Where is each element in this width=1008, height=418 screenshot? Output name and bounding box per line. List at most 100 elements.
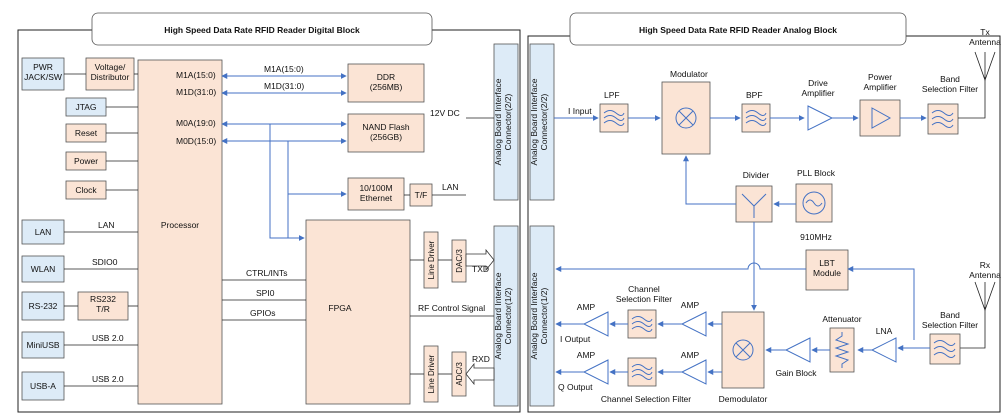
miniusb-port-box bbox=[21, 331, 65, 359]
ethernet-box bbox=[347, 177, 405, 211]
line-driver-rx-label: Line Driver bbox=[427, 354, 436, 393]
miniusb-port-label: MiniUSB bbox=[26, 340, 59, 350]
digital-title: High Speed Data Rate RFID Reader Digital… bbox=[164, 25, 360, 35]
resistor-icon bbox=[834, 332, 850, 368]
oscillator-icon bbox=[802, 191, 826, 215]
band-filter-rx-icon bbox=[933, 340, 956, 358]
attenuator-label: Attenuator bbox=[822, 314, 861, 324]
rx-lbt-line bbox=[847, 266, 915, 340]
m1a-pin-label: M1A(15:0) bbox=[176, 70, 216, 80]
power-amp-box bbox=[859, 99, 901, 137]
band-filter-tx-box bbox=[927, 103, 959, 135]
analog-connector-bottom-label: Analog Board InterfaceConnector(1/2) bbox=[529, 272, 549, 359]
lan-out-label: LAN bbox=[442, 182, 459, 192]
txd-label: TXD bbox=[472, 264, 489, 274]
bpf-icon bbox=[745, 110, 767, 126]
ctrl-label: CTRL/INTs bbox=[246, 268, 288, 278]
band-filter-tx-icon bbox=[931, 110, 954, 128]
lan-port-box bbox=[21, 219, 65, 245]
divider-label: Divider bbox=[743, 170, 770, 180]
lna-label: LNA bbox=[876, 326, 893, 336]
amp-d-label: AMP bbox=[681, 350, 700, 360]
divider-icon bbox=[741, 193, 767, 218]
lpf-label: LPF bbox=[604, 90, 620, 100]
drive-amp-icon bbox=[807, 105, 834, 131]
amp-a-label: AMP bbox=[577, 302, 596, 312]
adc-label: ADC/3 bbox=[455, 362, 464, 386]
lan-wire-label: LAN bbox=[98, 220, 115, 230]
analog-block: High Speed Data Rate RFID Reader Analog … bbox=[527, 12, 1001, 413]
usba-port-box bbox=[21, 371, 65, 401]
csf-q-icon bbox=[631, 364, 653, 380]
mixer-icon-rx bbox=[732, 339, 754, 361]
amp-b-label: AMP bbox=[577, 350, 596, 360]
m0a-pin-label: M0A(19:0) bbox=[176, 118, 216, 128]
amp-a-icon bbox=[582, 311, 609, 337]
freq-label: 910MHz bbox=[800, 232, 832, 242]
ddr-box bbox=[347, 63, 425, 103]
amp-b-icon bbox=[582, 359, 609, 385]
analog-connector-top bbox=[529, 43, 555, 201]
reset-label: Reset bbox=[75, 128, 98, 138]
gain-block-icon bbox=[784, 337, 811, 363]
power-amp-icon bbox=[871, 107, 892, 129]
nand-flash-label: NAND Flash(256GB) bbox=[362, 122, 410, 142]
modulator-label: Modulator bbox=[670, 69, 708, 79]
fpga-box bbox=[305, 219, 411, 405]
m1d-bus-label: M1D(31:0) bbox=[264, 81, 304, 91]
nand-flash-box bbox=[347, 113, 425, 153]
demodulator-label: Demodulator bbox=[719, 394, 768, 404]
pwr-jack-box bbox=[21, 57, 65, 91]
voltage-distributor-label: Voltage/Distributor bbox=[91, 62, 130, 82]
sdio-label: SDIO0 bbox=[92, 257, 118, 267]
usb20-label-b: USB 2.0 bbox=[92, 374, 124, 384]
sine-icon bbox=[805, 199, 823, 207]
csf-i-icon bbox=[631, 316, 653, 332]
digital-connector-top bbox=[493, 43, 519, 201]
amp-d-icon bbox=[680, 359, 707, 385]
i-output-label: I Output bbox=[560, 334, 591, 344]
digital-title-box bbox=[91, 12, 433, 46]
rf-control-label: RF Control Signal bbox=[418, 303, 485, 313]
pll-label: PLL Block bbox=[797, 168, 836, 178]
lan-port-label: LAN bbox=[35, 227, 52, 237]
rxd-label: RXD bbox=[472, 354, 490, 364]
lbt-box bbox=[805, 249, 849, 291]
m1d-pin-label: M1D(31:0) bbox=[176, 87, 216, 97]
i-input-label: I Input bbox=[568, 106, 592, 116]
lpf-icon bbox=[603, 110, 625, 126]
processor-label: Processor bbox=[161, 220, 199, 230]
tf-label: T/F bbox=[415, 190, 428, 200]
bpf-label: BPF bbox=[746, 90, 763, 100]
m0d-pin-label: M0D(15:0) bbox=[176, 136, 216, 146]
analog-connector-top-label: Analog Board InterfaceConnector(2/2) bbox=[529, 78, 549, 165]
usba-port-label: USB-A bbox=[30, 381, 56, 391]
amp-c-label: AMP bbox=[681, 300, 700, 310]
gpio-label: GPIOs bbox=[250, 308, 276, 318]
v12-label: 12V DC bbox=[430, 108, 460, 118]
rx-antenna-feed bbox=[960, 310, 986, 349]
rs232-port-label: RS-232 bbox=[29, 301, 58, 311]
rxd-arrow bbox=[465, 362, 495, 386]
digital-block: High Speed Data Rate RFID Reader Digital… bbox=[17, 12, 521, 413]
m0d-fpga-bus bbox=[287, 194, 304, 239]
tx-antenna-icon bbox=[974, 51, 996, 82]
mixer-icon-tx bbox=[675, 107, 697, 129]
line-driver-tx-label: Line Driver bbox=[427, 240, 436, 279]
power-label: Power bbox=[74, 156, 98, 166]
jtag-label: JTAG bbox=[75, 102, 96, 112]
digital-connector-bottom-label: Analog Board InterfaceConnector(1/2) bbox=[493, 272, 513, 359]
csf-bottom-label: Channel Selection Filter bbox=[601, 394, 691, 404]
mixer-cross-tx bbox=[678, 110, 694, 126]
analog-title: High Speed Data Rate RFID Reader Analog … bbox=[639, 25, 837, 35]
processor-box bbox=[137, 59, 223, 405]
digital-connector-top-label: Analog Board InterfaceConnector(2/2) bbox=[493, 78, 513, 165]
amp-c-icon bbox=[680, 311, 707, 337]
